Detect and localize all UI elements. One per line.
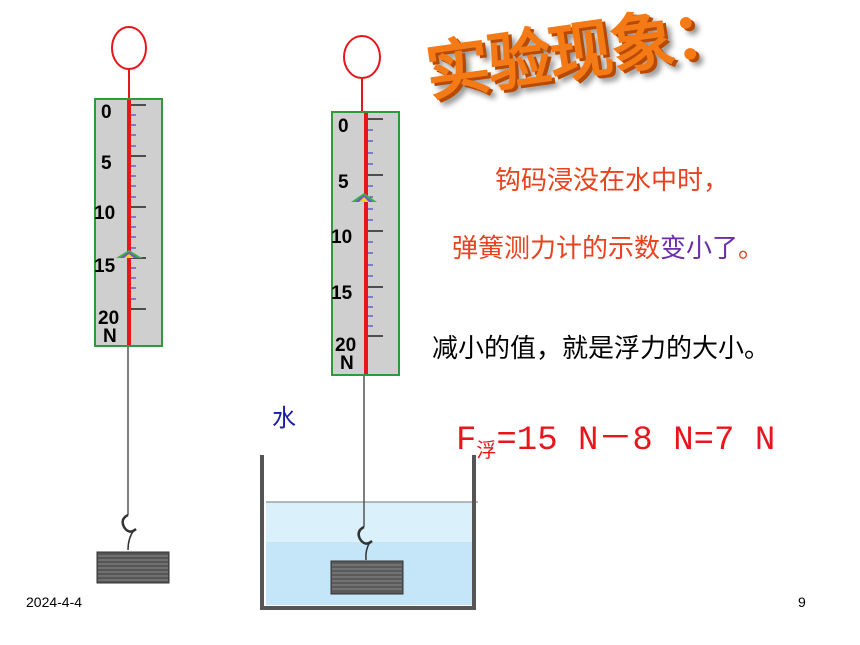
buoyancy-formula: F浮=15 N－8 N=7 N <box>456 410 775 463</box>
hook-icon <box>357 525 373 545</box>
ring-icon <box>343 35 381 79</box>
tick-label: 0 <box>338 116 349 137</box>
observation-line-2: 弹簧测力计的示数变小了。 <box>452 228 764 265</box>
hook-icon <box>121 513 137 533</box>
unit-label: N <box>340 353 354 374</box>
page-number: 9 <box>798 594 806 610</box>
weight-block-icon <box>330 560 404 595</box>
beaker-icon <box>260 455 478 610</box>
footer-date: 2024-4-4 <box>26 594 83 610</box>
tick-label: 0 <box>101 102 112 123</box>
tick-label: 15 <box>331 283 353 304</box>
unit-label: N <box>103 326 117 347</box>
tick-label: 15 <box>94 256 116 277</box>
observation-line-1: 钩码浸没在水中时， <box>495 166 730 196</box>
conclusion-line: 减小的值，就是浮力的大小。 <box>432 334 771 364</box>
observation-highlight: 变小了 <box>660 234 739 264</box>
scale-pointer <box>351 193 377 202</box>
tick-label: 10 <box>94 203 116 224</box>
formula-symbol: F <box>456 422 477 460</box>
formula-expression: =15 N－8 N=7 N <box>496 422 776 460</box>
tick-label: 20 <box>335 335 357 356</box>
tick-label: 5 <box>101 153 112 174</box>
scale-pointer <box>116 250 142 258</box>
observation-line-2-text: 弹簧测力计的示数 <box>452 234 661 264</box>
tick-label: 10 <box>331 227 353 248</box>
spring-scale-right: 0 5 10 15 20 N <box>331 111 400 376</box>
weight-block-icon <box>96 551 170 584</box>
spring-scale-left: 0 5 10 15 20 N <box>94 98 163 347</box>
observation-line-2-end: 。 <box>738 234 765 264</box>
formula-subscript: 浮 <box>476 437 497 462</box>
tick-label: 20 <box>98 308 120 329</box>
water-label: 水 <box>272 404 296 432</box>
ring-icon <box>111 26 147 70</box>
tick-label: 5 <box>338 172 349 193</box>
